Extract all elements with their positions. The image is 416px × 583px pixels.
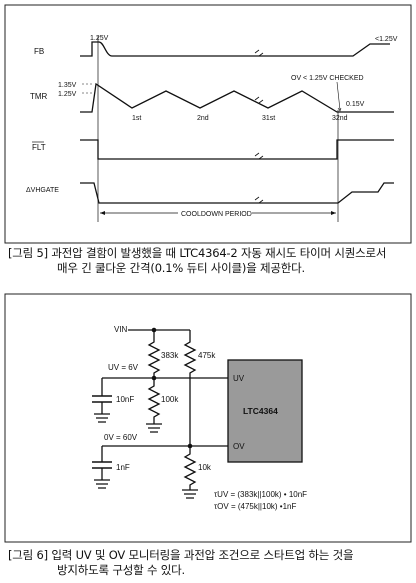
tmr-cycle-2nd: 2nd [197, 115, 209, 122]
signal-label-fb: FB [34, 47, 44, 56]
tmr-final-level: 0.15V [346, 101, 365, 108]
resistor-10k-label: 10k [198, 463, 212, 472]
chip-name: LTC4364 [243, 406, 278, 416]
vin-label: VIN [114, 325, 128, 334]
capacitor-1nf-label: 1nF [116, 463, 130, 472]
figure5-timing-diagram: FB 1.25V <1.25V TMR 1.35V 1.25V 1st 2nd … [4, 4, 412, 244]
tmr-waveform [80, 82, 394, 113]
fb-level-left: 1.25V [90, 35, 109, 42]
tau-ov-formula: τOV = (475k||10k) •1nF [214, 502, 296, 511]
figure5-caption-line1: [그림 5] 과전압 결함이 발생했을 때 LTC4364-2 자동 재시도 타… [8, 246, 387, 260]
tmr-cycle-32nd: 32nd [332, 115, 348, 122]
chip-pin-ov: OV [233, 442, 245, 451]
resistor-475k-label: 475k [198, 351, 216, 360]
signal-label-dvhgate: ΔVHGATE [26, 187, 59, 194]
capacitor-10nf-label: 10nF [116, 395, 134, 404]
chip-pin-uv: UV [233, 374, 245, 383]
figure6-caption-line2: 방지하도록 구성할 수 있다. [57, 563, 186, 577]
resistor-100k-label: 100k [161, 395, 179, 404]
fb-level-right: <1.25V [375, 36, 398, 43]
figure6-caption: [그림 6] 입력 UV 및 OV 모니터링을 과전압 조건으로 스타트업 하는… [8, 548, 354, 578]
resistor-383k-label: 383k [161, 351, 179, 360]
tmr-ov-checked: OV < 1.25V CHECKED [291, 75, 364, 82]
tmr-cycle-31st: 31st [262, 115, 275, 122]
uv-equation-label: UV = 6V [108, 363, 139, 372]
tau-uv-formula: τUV = (383k||100k) • 10nF [214, 490, 307, 499]
figure5-caption-line2: 매우 긴 쿨다운 간격(0.1% 듀티 사이클)을 제공한다. [57, 261, 306, 275]
figure6-schematic: VIN 383k 475k UV = 6V 10nF 100k 0V = 60V [4, 293, 412, 543]
flt-waveform [80, 139, 394, 160]
figure6-caption-line1: [그림 6] 입력 UV 및 OV 모니터링을 과전압 조건으로 스타트업 하는… [8, 548, 354, 562]
ltc4364-chip [227, 359, 303, 463]
fb-waveform [80, 41, 390, 57]
ov-equation-label: 0V = 60V [104, 433, 138, 442]
dvhgate-waveform [80, 182, 394, 204]
tmr-cycle-1st: 1st [132, 115, 141, 122]
signal-label-flt: FLT [32, 143, 46, 152]
cooldown-period-label: COOLDOWN PERIOD [181, 211, 252, 218]
figure5-caption: [그림 5] 과전압 결함이 발생했을 때 LTC4364-2 자동 재시도 타… [8, 246, 386, 276]
tmr-low-level: 1.25V [58, 91, 77, 98]
tmr-high-level: 1.35V [58, 82, 77, 89]
signal-label-tmr: TMR [30, 92, 48, 101]
